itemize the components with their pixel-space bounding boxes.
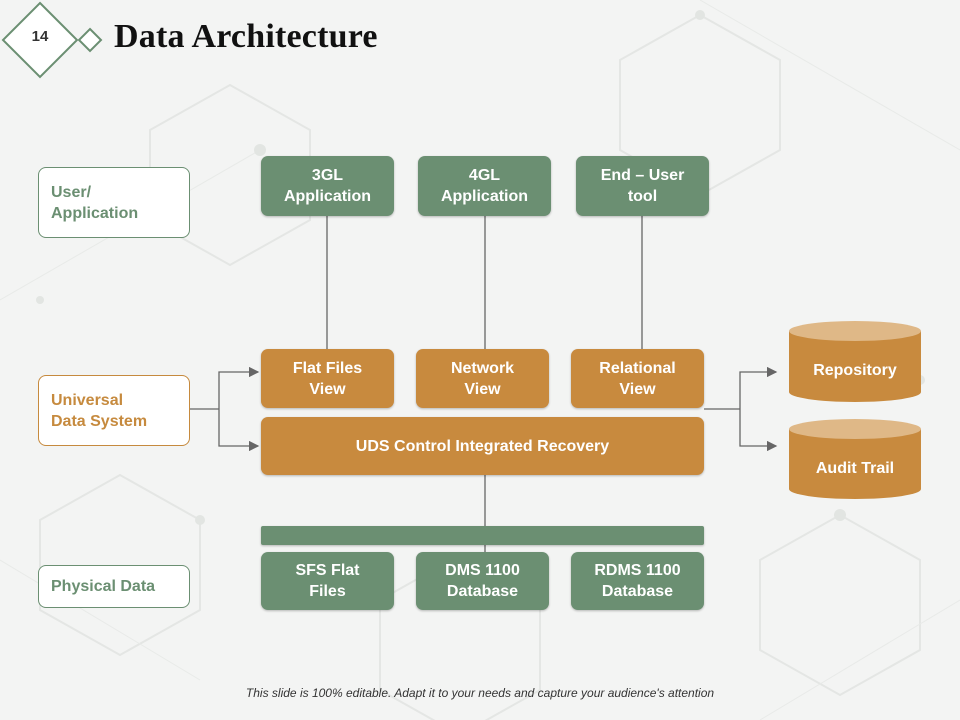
slide-number: 14	[31, 28, 49, 45]
physical-rdms-1100-database: RDMS 1100 Database	[571, 552, 704, 610]
repository-cylinder	[789, 321, 921, 402]
row-label-universal-data-system: Universal Data System	[38, 375, 190, 446]
storage-repository-label: Repository	[813, 362, 897, 379]
row-label-user-application: User/ Application	[38, 167, 190, 238]
app-4gl-application: 4GL Application	[418, 156, 551, 216]
page-title: Data Architecture	[114, 18, 378, 55]
audit-trail-cylinder	[789, 419, 921, 499]
view-network: Network View	[416, 349, 549, 408]
view-relational: Relational View	[571, 349, 704, 408]
uds-control-box: UDS Control Integrated Recovery	[261, 417, 704, 475]
row-label-physical-data: Physical Data	[38, 565, 190, 608]
arrow-to-audit-trail	[739, 409, 778, 452]
slide-number-diamond	[1, 1, 103, 79]
app-end-user-tool: End – User tool	[576, 156, 709, 216]
physical-data-bar	[261, 526, 704, 545]
view-flat-files: Flat Files View	[261, 349, 394, 408]
app-3gl-application: 3GL Application	[261, 156, 394, 216]
arrow-to-control	[218, 409, 260, 452]
physical-sfs-flat-files: SFS Flat Files	[261, 552, 394, 610]
storage-audit-trail-label: Audit Trail	[815, 460, 895, 477]
arrow-to-views	[218, 366, 260, 409]
arrow-to-repository	[739, 366, 778, 409]
physical-dms-1100-database: DMS 1100 Database	[416, 552, 549, 610]
footer-note: This slide is 100% editable. Adapt it to…	[245, 686, 715, 700]
